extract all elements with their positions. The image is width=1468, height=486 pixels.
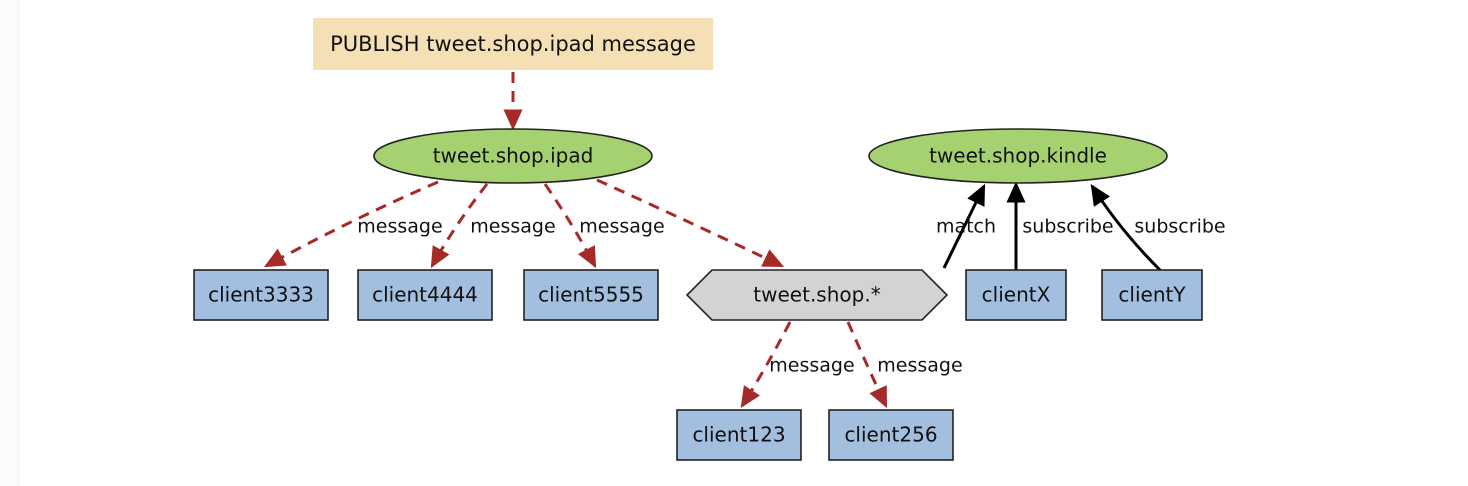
topic-label-tweet-shop-kindle: tweet.shop.kindle [929, 144, 1107, 168]
client-node-client123[interactable]: client123 [676, 409, 802, 461]
page-margin-band [0, 0, 19, 486]
topic-label-tweet-shop-ipad: tweet.shop.ipad [433, 144, 594, 168]
client-node-clientY[interactable]: clientY [1101, 269, 1203, 321]
client-node-client256[interactable]: client256 [828, 409, 954, 461]
edge-label-message-client256: message [877, 355, 962, 377]
edge-clientY-subscribe-kindle [1090, 183, 1162, 272]
client-label-client5555: client5555 [538, 283, 644, 307]
client-label-client3333: client3333 [208, 283, 314, 307]
client-label-client4444: client4444 [372, 283, 478, 307]
client-label-client123: client123 [692, 423, 785, 447]
topic-node-tweet-shop-kindle[interactable]: tweet.shop.kindle [868, 128, 1168, 184]
client-label-client256: client256 [844, 423, 937, 447]
wildcard-node-tweet-shop-star[interactable]: tweet.shop.* [685, 269, 949, 321]
edge-label-subscribe-clientX: subscribe [1022, 216, 1113, 238]
client-label-clientY: clientY [1118, 283, 1186, 307]
edge-ipad-to-client5555 [543, 183, 597, 269]
edge-label-subscribe-clientY: subscribe [1134, 216, 1225, 238]
edge-label-message-client5555: message [579, 216, 664, 238]
wildcard-label-tweet-shop-star: tweet.shop.* [753, 283, 880, 307]
client-node-clientX[interactable]: clientX [965, 269, 1067, 321]
edge-ipad-to-wildcard [596, 178, 785, 268]
edge-ipad-to-client4444 [430, 183, 489, 269]
edge-wildcard-to-client123 [740, 321, 792, 409]
publish-banner-label: PUBLISH tweet.shop.ipad message [330, 32, 696, 56]
edge-wildcard-to-client256 [846, 321, 888, 409]
client-label-clientX: clientX [982, 283, 1051, 307]
edge-label-message-client123: message [769, 355, 854, 377]
edge-label-message-client3333: message [357, 216, 442, 238]
publish-banner: PUBLISH tweet.shop.ipad message [313, 18, 713, 70]
edge-wildcard-match-kindle [942, 183, 986, 269]
edge-ipad-to-client3333 [263, 180, 439, 268]
edge-label-match: match [936, 216, 996, 238]
client-node-client3333[interactable]: client3333 [193, 269, 329, 321]
topic-node-tweet-shop-ipad[interactable]: tweet.shop.ipad [373, 128, 653, 184]
edge-label-message-client4444: message [470, 216, 555, 238]
client-node-client4444[interactable]: client4444 [357, 269, 493, 321]
client-node-client5555[interactable]: client5555 [523, 269, 659, 321]
